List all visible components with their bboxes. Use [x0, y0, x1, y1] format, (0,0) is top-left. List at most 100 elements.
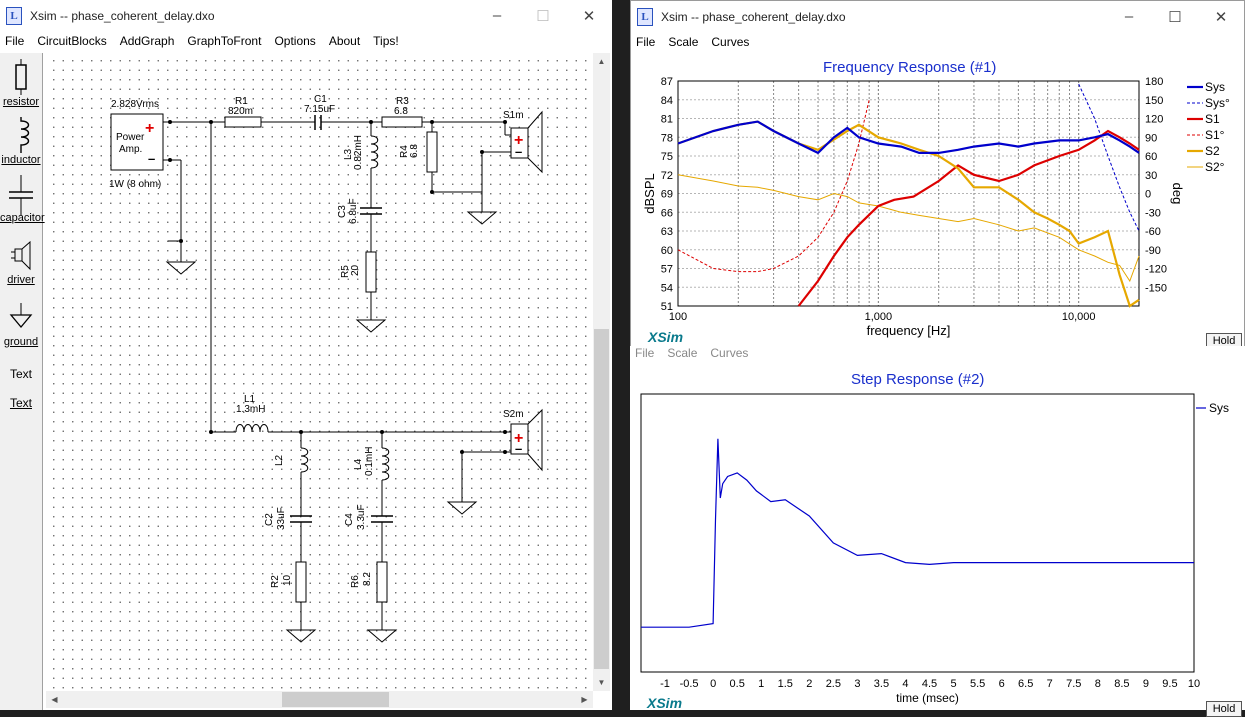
menu-circuitblocks[interactable]: CircuitBlocks — [37, 34, 107, 48]
c3-value: 6.8uF — [348, 198, 359, 224]
tool-label: resistor — [2, 96, 40, 108]
tool-resistor[interactable]: resistor — [0, 59, 42, 108]
x-tick-label: 1,000 — [865, 311, 893, 323]
hold-button[interactable]: Hold — [1206, 701, 1242, 717]
horizontal-scrollbar[interactable]: ◀ ▶ — [46, 691, 593, 708]
menu-options[interactable]: Options — [274, 34, 316, 48]
inductor-l4[interactable] — [381, 447, 390, 481]
x-tick-label: 2.5 — [826, 678, 841, 690]
tool-text-underlined[interactable]: Text — [0, 396, 42, 410]
c2-name: C2 — [264, 513, 275, 526]
hold-button[interactable]: Hold — [1206, 333, 1242, 349]
menu-scale[interactable]: Scale — [668, 35, 699, 49]
x-tick-label: 5 — [951, 678, 957, 690]
r4-value: 6.8 — [409, 144, 420, 158]
y2-tick-label: -90 — [1145, 245, 1161, 257]
x-tick-label: 3.5 — [874, 678, 889, 690]
close-button[interactable]: ✕ — [1214, 8, 1228, 26]
menu-curves[interactable]: Curves — [710, 346, 749, 360]
menu-file[interactable]: File — [5, 34, 25, 48]
y2-tick-label: 60 — [1145, 151, 1157, 163]
vertical-scroll-thumb[interactable] — [594, 329, 609, 669]
x-tick-label: 7.5 — [1066, 678, 1081, 690]
app-icon: L — [637, 7, 653, 26]
x-tick-label: 9.5 — [1162, 678, 1177, 690]
y2-tick-label: -120 — [1145, 264, 1167, 276]
scroll-left-arrow[interactable]: ◀ — [51, 695, 58, 704]
y2-tick-label: 0 — [1145, 189, 1151, 201]
r2-value: 10 — [282, 574, 293, 586]
y2-axis-label: deg — [1170, 183, 1185, 205]
scroll-up-arrow[interactable]: ▲ — [597, 57, 606, 66]
tool-label: capacitor — [0, 212, 45, 224]
l1-name: L1 — [244, 394, 256, 405]
amp-load: 1W (8 ohm) — [109, 179, 161, 190]
maximize-button[interactable]: ☐ — [1168, 8, 1182, 26]
resistor-r4[interactable] — [426, 131, 438, 173]
inductor-l3[interactable] — [370, 135, 379, 169]
power-amp-block[interactable] — [110, 113, 164, 171]
x-tick-label: 5.5 — [970, 678, 985, 690]
driver-s1[interactable] — [510, 127, 529, 159]
y-tick-label: 57 — [661, 264, 673, 276]
y2-tick-label: 90 — [1145, 132, 1157, 144]
tool-label: Text — [9, 396, 32, 410]
x-tick-label: 9 — [1143, 678, 1149, 690]
vertical-scrollbar[interactable]: ▲ ▼ — [593, 53, 610, 691]
y-tick-label: 60 — [661, 245, 673, 257]
tool-ground[interactable]: ground — [0, 303, 42, 348]
resistor-r6[interactable] — [376, 561, 388, 603]
r1-value: 820m — [228, 106, 253, 117]
y2-tick-label: 30 — [1145, 170, 1157, 182]
y-tick-label: 81 — [661, 114, 673, 126]
series-s2-phase — [677, 174, 1140, 283]
minimize-button[interactable]: – — [492, 7, 502, 24]
resistor-r2[interactable] — [295, 561, 307, 603]
series-s1 — [797, 129, 1140, 307]
y2-tick-label: -30 — [1145, 207, 1161, 219]
scroll-down-arrow[interactable]: ▼ — [597, 678, 606, 687]
tool-text-plain[interactable]: Text — [0, 367, 42, 381]
menu-curves[interactable]: Curves — [711, 35, 750, 49]
menu-addgraph[interactable]: AddGraph — [119, 34, 175, 48]
close-button[interactable]: ✕ — [582, 7, 596, 25]
y2-tick-label: -150 — [1145, 282, 1167, 294]
menu-tips[interactable]: Tips! — [373, 34, 399, 48]
x-tick-label: 1 — [758, 678, 764, 690]
menu-scale[interactable]: Scale — [667, 346, 698, 360]
resistor-r3[interactable] — [381, 116, 423, 128]
horizontal-scroll-thumb[interactable] — [282, 692, 389, 707]
driver-s2[interactable] — [510, 423, 529, 455]
title-bar: L Xsim -- phase_coherent_delay.dxo – ☐ ✕ — [0, 0, 612, 31]
inductor-l1[interactable] — [235, 424, 269, 433]
scroll-right-arrow[interactable]: ▶ — [581, 695, 588, 704]
inductor-icon — [20, 117, 30, 153]
tool-capacitor[interactable]: capacitor — [0, 175, 45, 224]
schematic-canvas[interactable]: + + + – – – 2.828Vrms Power Amp. 1W (8 o… — [46, 53, 592, 691]
resistor-r1[interactable] — [224, 116, 262, 128]
tool-driver[interactable]: driver — [0, 240, 42, 286]
tool-inductor[interactable]: inductor — [0, 117, 42, 166]
graph-title: Frequency Response (#1) — [823, 59, 997, 76]
minimize-button[interactable]: – — [1124, 8, 1134, 25]
menu-file[interactable]: File — [636, 35, 656, 49]
frequency-response-chart[interactable]: 8784817875726966636057545118015012090603… — [631, 1, 1244, 351]
c1-value: 7.15uF — [304, 104, 335, 115]
tool-label: Text — [9, 367, 32, 381]
menu-about[interactable]: About — [328, 34, 361, 48]
series-sys-phase — [1078, 83, 1140, 232]
r2-name: R2 — [270, 575, 281, 588]
menu-file[interactable]: File — [635, 346, 655, 360]
maximize-button[interactable]: ☐ — [536, 7, 550, 25]
x-tick-label: 3 — [854, 678, 860, 690]
r6-value: 8.2 — [362, 572, 373, 586]
legend-label: S1° — [1205, 128, 1225, 142]
resistor-r5[interactable] — [365, 251, 377, 293]
inductor-l2[interactable] — [300, 447, 309, 473]
menu-graphtofront[interactable]: GraphToFront — [187, 34, 262, 48]
r3-name: R3 — [396, 96, 409, 107]
graph-title: Step Response (#2) — [851, 371, 985, 388]
series-s1-phase — [677, 99, 870, 273]
x-tick-label: 8.5 — [1114, 678, 1129, 690]
